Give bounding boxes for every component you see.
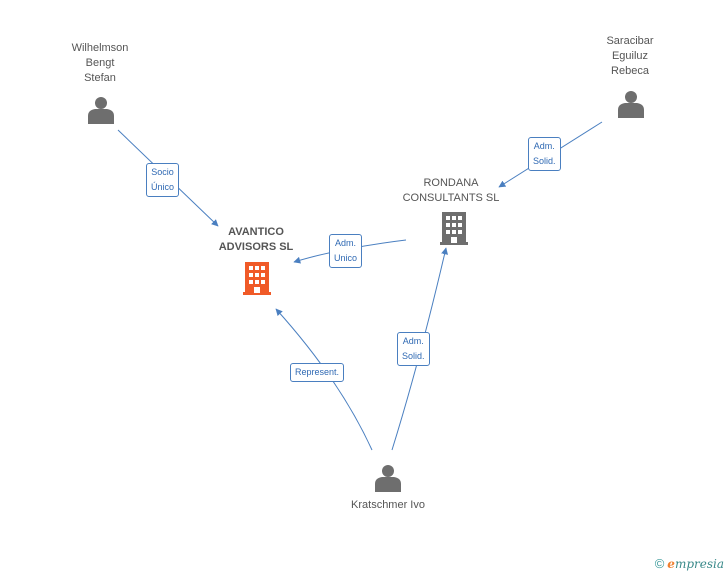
label-line: CONSULTANTS SL — [402, 192, 500, 204]
edge-label-line: Socio — [151, 167, 174, 177]
edge-label-represent: Represent. — [290, 363, 345, 382]
brand-name: mpresia — [674, 557, 724, 571]
company-label-rondana[interactable]: RONDANA CONSULTANTS SL — [396, 176, 506, 206]
person-label-wilhelmson[interactable]: Wilhelmson Bengt Stefan — [60, 41, 140, 86]
person-label-saracibar[interactable]: Saracibar Eguiluz Rebeca — [590, 34, 670, 79]
edge-label-line: Adm. — [402, 336, 424, 346]
edge-label-line: Unico — [334, 253, 358, 263]
edge-label-socio-unico: Socio Único — [146, 163, 180, 197]
edge-label-line: Adm. — [335, 238, 357, 248]
edge-label-adm-unico: Adm. Unico — [329, 234, 363, 268]
label-line: Wilhelmson — [71, 42, 129, 54]
label-line: RONDANA — [423, 177, 479, 189]
person-icon — [618, 91, 644, 118]
label-line: ADVISORS SL — [218, 241, 294, 253]
edge-label-line: Solid. — [402, 351, 425, 361]
edge-label-adm-solid-bottom: Adm. Solid. — [397, 332, 430, 366]
brand-logo-e: e — [667, 557, 675, 571]
label-line: Saracibar — [606, 35, 654, 47]
person-label-kratschmer[interactable]: Kratschmer Ivo — [333, 498, 443, 513]
edge-label-line: Único — [151, 182, 175, 192]
building-icon — [440, 212, 468, 245]
building-icon — [243, 262, 271, 295]
label-line: AVANTICO — [228, 226, 284, 238]
edge-label-line: Represent. — [295, 367, 340, 377]
copyright-icon: © — [654, 556, 665, 571]
edge-label-adm-solid-top: Adm. Solid. — [528, 137, 561, 171]
label-line: Kratschmer Ivo — [351, 499, 425, 511]
person-icon — [375, 465, 401, 492]
label-line: Eguiluz — [611, 50, 649, 62]
label-line: Bengt — [85, 57, 115, 69]
label-line: Stefan — [84, 72, 116, 84]
edge-label-line: Adm. — [533, 141, 555, 151]
person-icon — [88, 97, 114, 124]
company-label-avantico[interactable]: AVANTICO ADVISORS SL — [206, 225, 306, 255]
edge-label-line: Solid. — [533, 156, 556, 166]
brand-footer: ©empresia — [655, 556, 724, 571]
label-line: Rebeca — [611, 65, 649, 77]
